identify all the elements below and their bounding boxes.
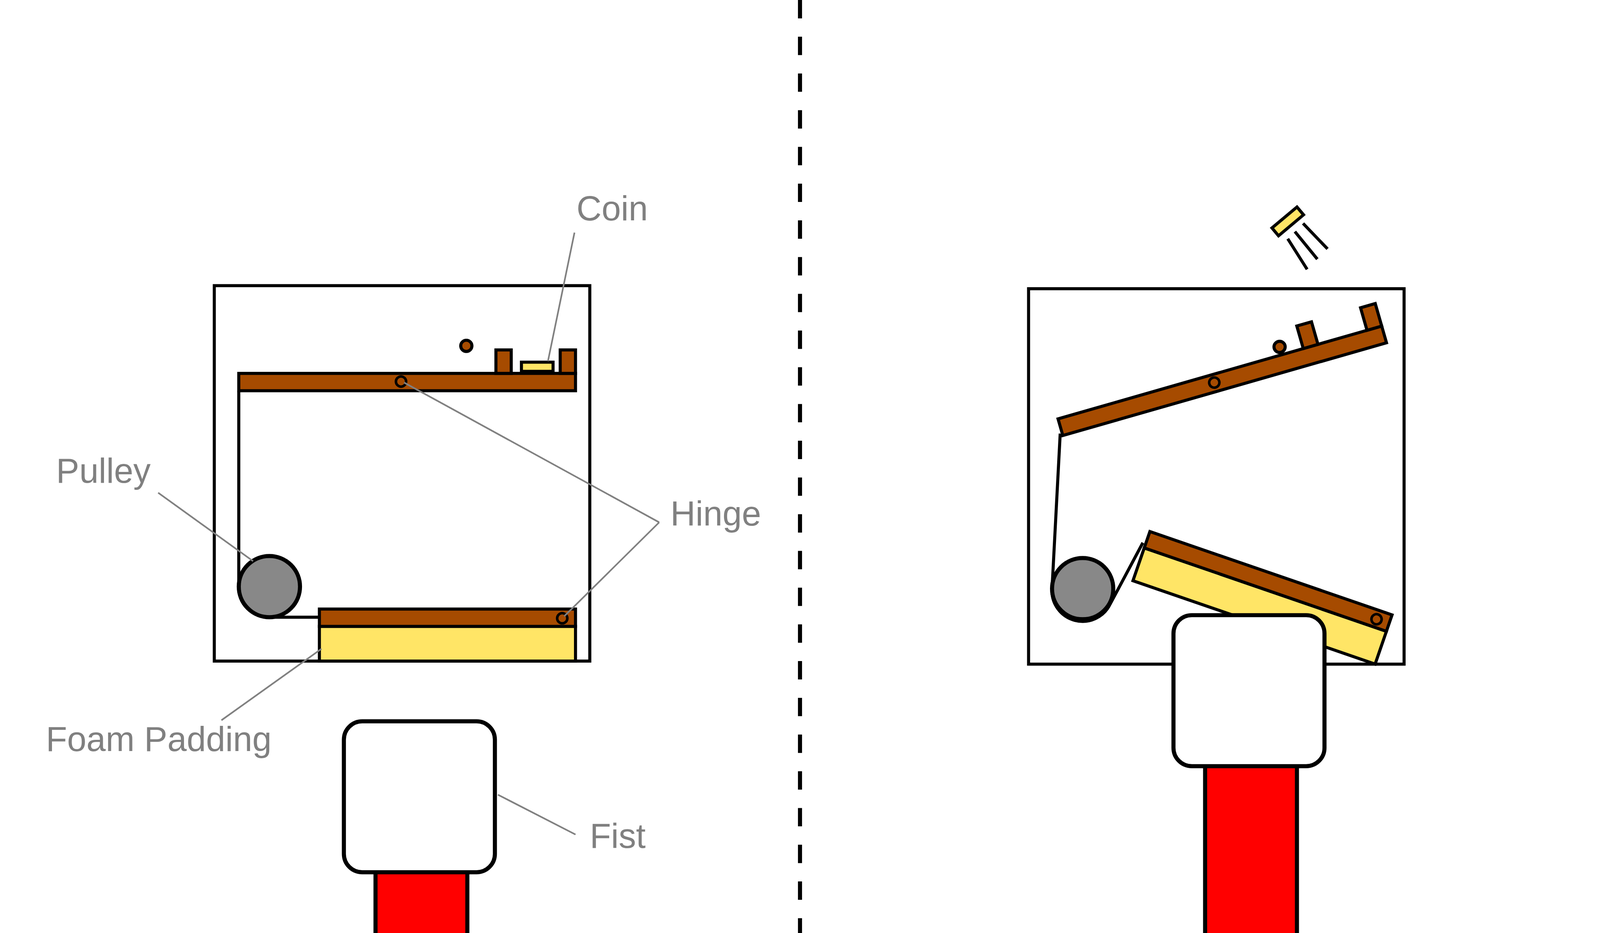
housing	[1028, 288, 1404, 665]
top-board-tilted	[1051, 303, 1387, 436]
rope	[1052, 433, 1143, 622]
pulley	[1052, 558, 1114, 620]
housing	[214, 285, 590, 662]
bottom-board	[319, 609, 576, 627]
stop-peg	[1274, 341, 1286, 353]
top-board	[238, 373, 576, 391]
hinge	[396, 376, 407, 387]
part-label: Pulley	[56, 450, 151, 492]
pulley	[238, 556, 300, 618]
foam-padding	[319, 626, 576, 662]
divider-line	[798, 0, 802, 933]
coin	[521, 362, 554, 372]
rope	[238, 390, 320, 618]
right-panel	[1028, 207, 1404, 933]
motion-lines	[1287, 223, 1328, 270]
stop-peg	[460, 340, 472, 352]
post	[496, 350, 512, 374]
flying-coin	[1272, 207, 1304, 236]
fist	[344, 721, 496, 873]
part-label: Foam Padding	[46, 718, 272, 760]
part-label: Hinge	[670, 492, 762, 535]
post	[560, 350, 576, 374]
arm	[1205, 760, 1298, 933]
part-label: Coin	[576, 187, 648, 230]
arm	[375, 867, 468, 933]
fist	[1173, 615, 1325, 767]
part-label: Fist	[589, 815, 646, 857]
left-panel	[158, 232, 660, 933]
